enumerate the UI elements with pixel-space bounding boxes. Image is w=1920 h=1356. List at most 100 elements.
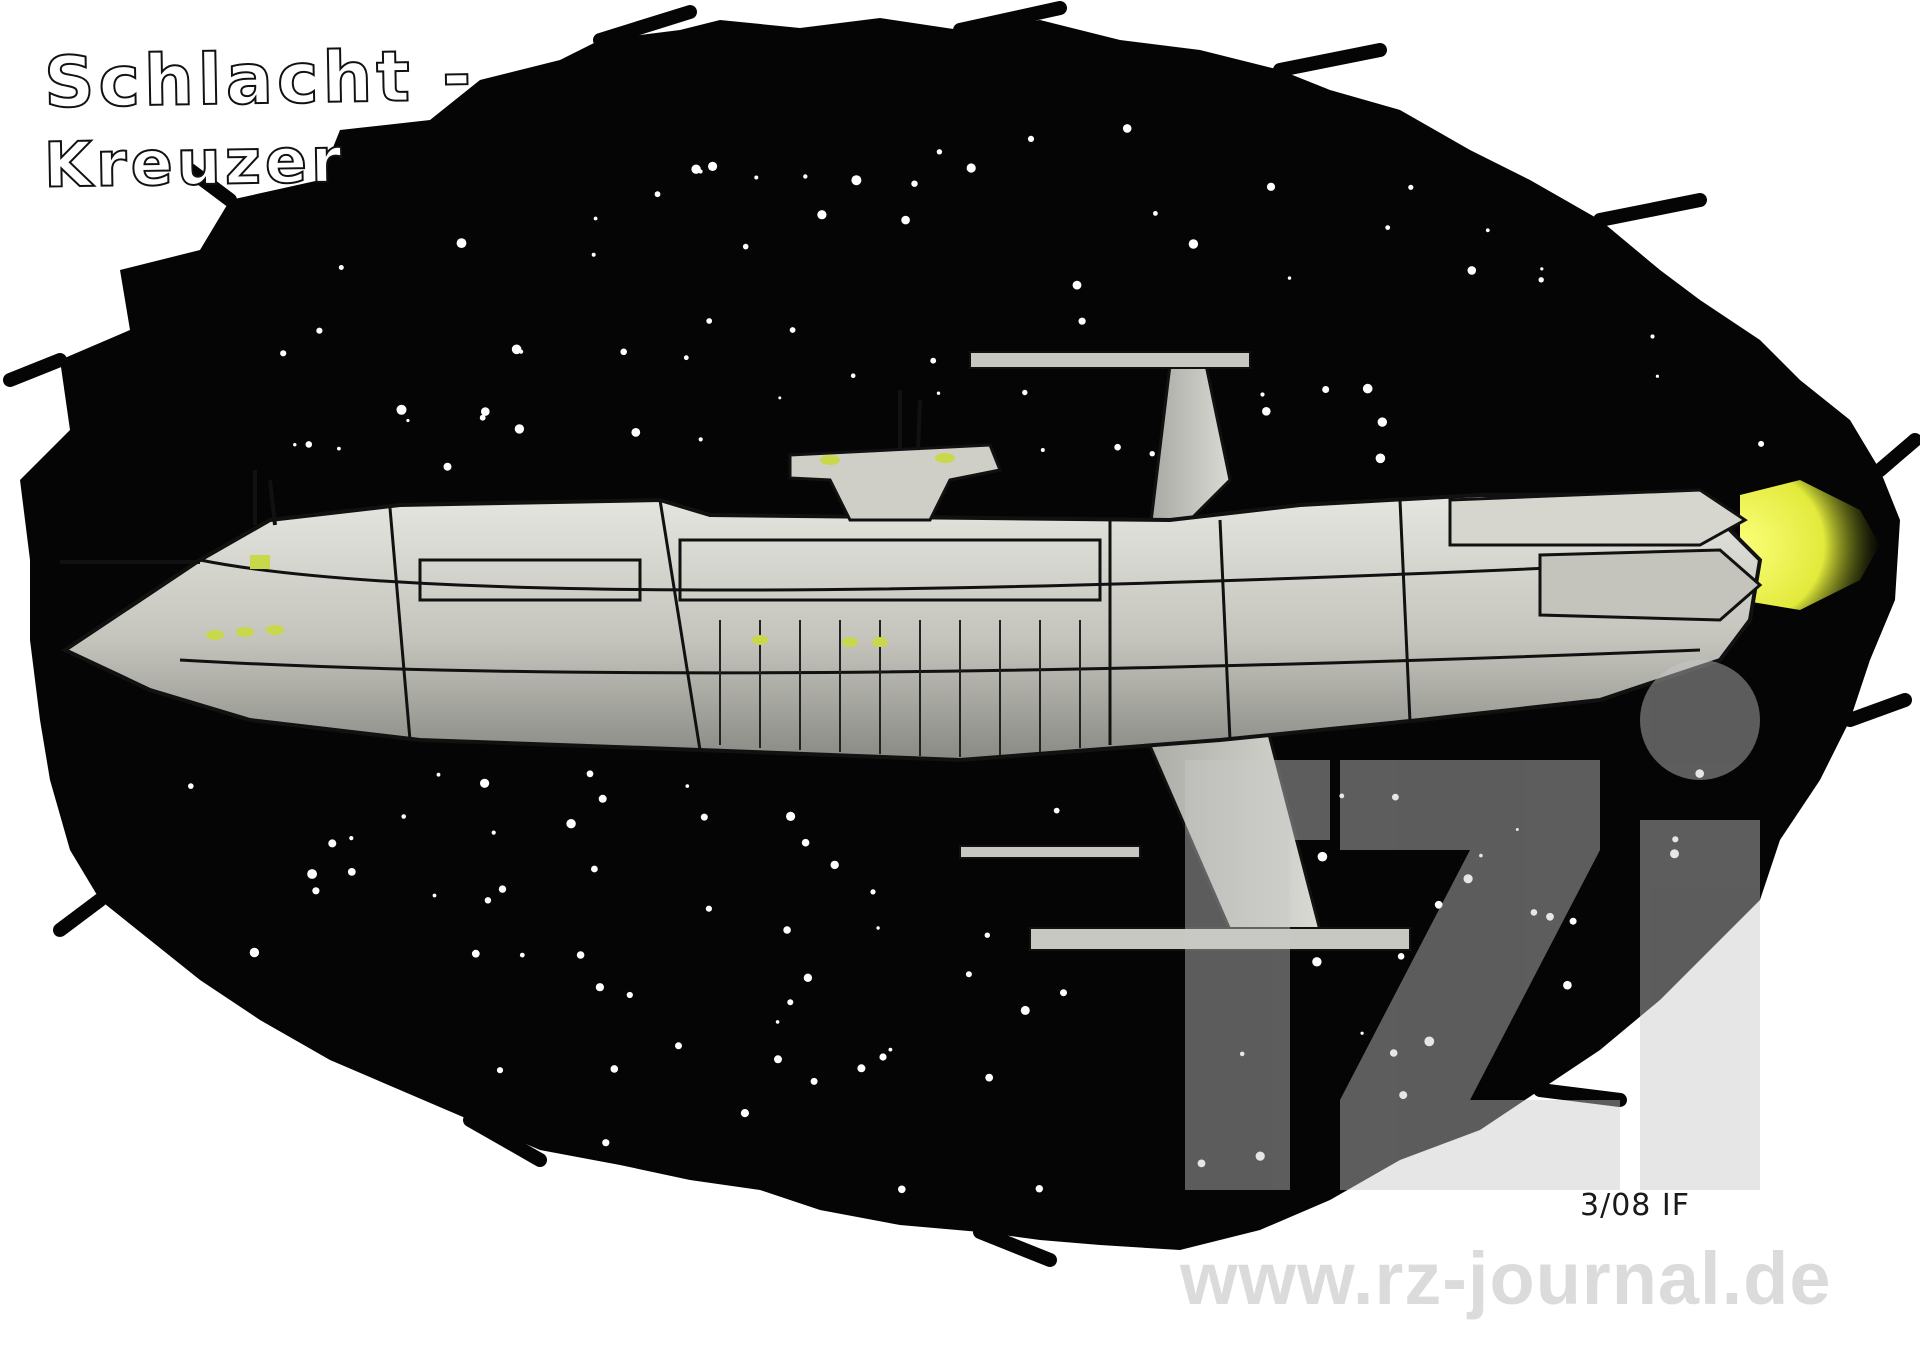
star: [1424, 1036, 1435, 1047]
star: [1479, 853, 1483, 858]
star: [786, 811, 796, 822]
star: [496, 1067, 504, 1074]
star: [436, 772, 441, 777]
lower-fin-spar: [1029, 927, 1411, 951]
star: [406, 418, 410, 423]
star: [1397, 953, 1405, 960]
star: [778, 396, 782, 400]
star: [1467, 266, 1477, 275]
star: [876, 926, 880, 930]
star: [698, 437, 703, 442]
star: [1053, 807, 1060, 814]
star: [349, 836, 354, 841]
star: [481, 407, 490, 416]
star: [984, 932, 990, 938]
artwork-title-line-1: Schlacht -: [42, 33, 477, 125]
star: [1287, 276, 1292, 280]
star: [1569, 917, 1577, 925]
star: [1153, 211, 1158, 216]
star: [1672, 836, 1679, 843]
star: [888, 1047, 893, 1052]
star: [1563, 980, 1572, 990]
star: [1122, 124, 1132, 133]
rz-logo-watermark: [1185, 660, 1760, 1190]
star: [401, 814, 407, 819]
star: [698, 169, 703, 174]
star: [1362, 383, 1373, 394]
star: [1339, 793, 1345, 799]
star: [1060, 989, 1067, 997]
star: [280, 350, 287, 357]
watermark-url: www.rz-journal.de: [1180, 1237, 1832, 1320]
lower-strut: [959, 845, 1141, 859]
star: [1262, 407, 1271, 416]
star: [312, 887, 320, 895]
star: [1027, 135, 1035, 142]
star: [1515, 828, 1519, 831]
star: [498, 885, 507, 893]
star: [787, 999, 794, 1006]
star: [1197, 1159, 1206, 1168]
star: [337, 446, 341, 451]
star: [740, 1109, 750, 1118]
star: [850, 373, 856, 379]
star: [1035, 1185, 1044, 1193]
star: [898, 1185, 906, 1194]
star: [591, 865, 598, 873]
star: [654, 191, 661, 198]
bridge-tower: [788, 443, 1003, 522]
star: [1255, 1151, 1265, 1161]
star: [491, 830, 496, 835]
star: [1538, 277, 1544, 283]
star: [930, 357, 937, 364]
star: [1375, 453, 1386, 464]
star: [1408, 184, 1414, 190]
star: [1530, 909, 1538, 916]
star: [484, 897, 492, 904]
star: [1758, 440, 1765, 447]
star: [1650, 334, 1655, 339]
star: [480, 778, 490, 788]
star: [396, 404, 407, 415]
hull-panel-lines: [179, 499, 1721, 751]
star: [519, 349, 524, 354]
star: [347, 868, 356, 876]
star: [965, 971, 972, 978]
star: [1385, 225, 1391, 231]
star: [620, 348, 627, 356]
star: [1040, 448, 1045, 452]
star: [1399, 1091, 1408, 1100]
star: [1463, 874, 1473, 884]
upper-fin-spar: [969, 351, 1251, 369]
star: [576, 951, 585, 959]
star: [471, 949, 480, 958]
star: [870, 889, 876, 895]
star: [936, 391, 941, 395]
star: [1540, 267, 1544, 271]
star: [595, 983, 605, 992]
star: [936, 149, 943, 155]
star: [1239, 1051, 1245, 1057]
star: [901, 215, 910, 225]
star: [1485, 228, 1490, 233]
star: [1022, 389, 1028, 396]
star: [479, 414, 486, 421]
star: [610, 1065, 619, 1073]
star: [691, 164, 701, 174]
star: [706, 318, 713, 324]
star: [683, 355, 689, 361]
star: [851, 175, 862, 186]
star: [514, 424, 525, 434]
star: [328, 839, 337, 848]
star: [188, 783, 194, 789]
star: [1266, 182, 1276, 191]
star: [675, 1042, 682, 1050]
star: [857, 1064, 866, 1073]
star: [1389, 1049, 1398, 1057]
star: [456, 238, 467, 249]
star: [566, 819, 576, 829]
star: [293, 443, 297, 447]
artwork-title-line-2: Kreuzer: [42, 122, 347, 202]
star: [338, 265, 344, 270]
star: [1078, 317, 1086, 325]
